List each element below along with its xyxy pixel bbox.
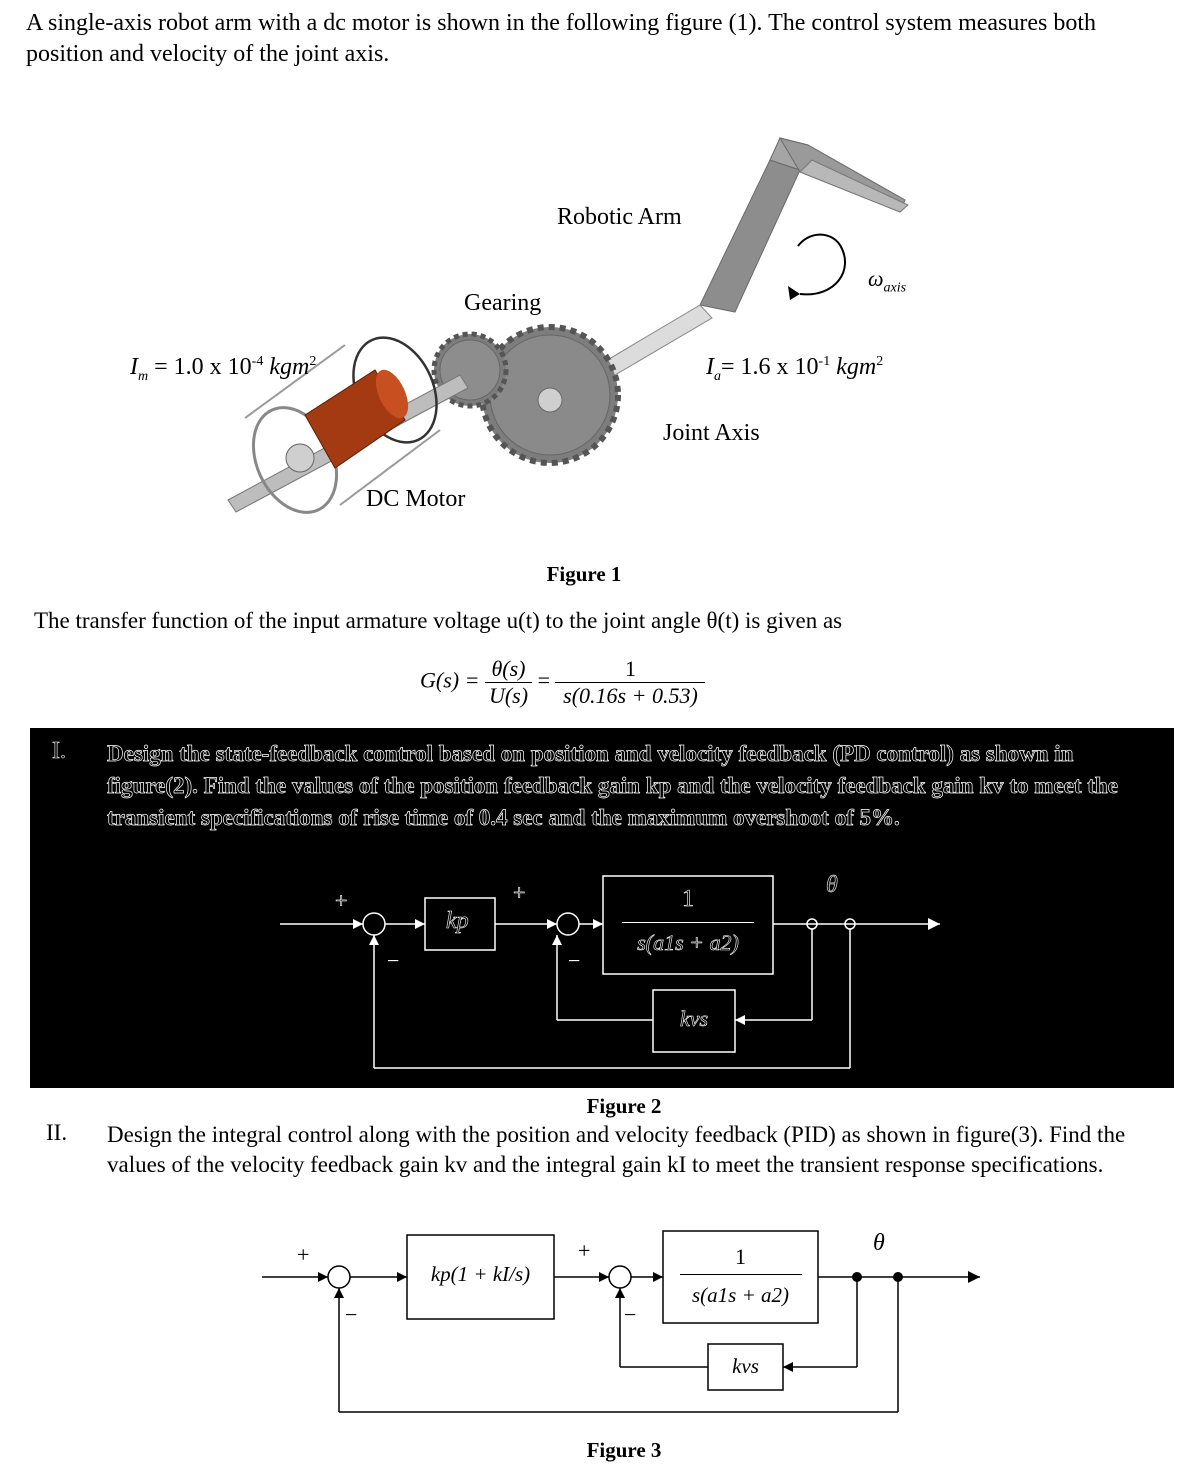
figure1-caption: Figure 1 (546, 562, 622, 586)
figure2-block-diagram (280, 875, 940, 1069)
q2-text: Design the integral control along with t… (107, 1122, 1126, 1177)
eq-den2: s(0.16s + 0.53) (555, 682, 706, 709)
eq-den1: U(s) (484, 682, 533, 709)
label-joint-axis: Joint Axis (663, 420, 760, 446)
fig2-tf-num: 1 (682, 886, 695, 913)
fig3-plus2: + (578, 1238, 591, 1263)
figure3-caption: Figure 3 (586, 1438, 662, 1462)
label-dc-motor: DC Motor (366, 486, 466, 512)
fig3-minus1: − (345, 1302, 358, 1327)
fig2-plus2: + (513, 880, 526, 906)
label-gearing: Gearing (464, 290, 542, 316)
q1-text: Design the state-feedback control based … (107, 741, 1119, 831)
fig3-pid-label: kp(1 + kI/s) (430, 1262, 531, 1286)
fig2-plus1: + (335, 888, 348, 914)
fig2-minus1: − (387, 948, 400, 973)
fig2-kp: kp (446, 908, 469, 935)
intro-paragraph: A single-axis robot arm with a dc motor … (26, 10, 1097, 67)
eq-num1: θ(s) (491, 656, 526, 681)
eq-equals: = (537, 667, 550, 693)
fig3-tf-fraction-bar (680, 1274, 802, 1275)
large-gear (479, 324, 621, 466)
label-robotic-arm: Robotic Arm (557, 204, 682, 230)
fig2-tf-den: s(a1s + a2) (637, 930, 739, 956)
rotation-arrow-icon (797, 233, 846, 296)
eq-lhs: G(s) = (420, 667, 480, 693)
figure3-block-diagram (262, 1230, 980, 1413)
fig3-plus1: + (297, 1242, 310, 1267)
q1-roman: I. (52, 738, 67, 765)
label-arm-inertia: Ia= 1.6 x 10-1 kgm2 (706, 354, 884, 384)
fig2-theta: θ (826, 872, 838, 899)
robot-arm-links (699, 137, 909, 313)
fig3-minus2: − (624, 1302, 637, 1327)
fig3-kvs: kvs (732, 1354, 759, 1378)
fig3-theta: θ (873, 1230, 885, 1256)
label-motor-inertia: Im = 1.0 x 10-4 kgm2 (130, 354, 317, 384)
dark-panel (30, 728, 1174, 1088)
robot-arm-illustration (227, 137, 909, 514)
fig2-minus2: − (568, 948, 581, 973)
figure2-caption: Figure 2 (586, 1094, 662, 1118)
dc-motor (244, 336, 441, 514)
q2-roman: II. (46, 1120, 68, 1145)
fig2-kvs: kvs (679, 1006, 709, 1032)
fig3-tf-den: s(a1s + a2) (691, 1283, 789, 1307)
fig3-tf-num: 1 (735, 1244, 746, 1269)
label-omega-axis: ωaxis (868, 266, 907, 296)
eq-num2: 1 (624, 656, 636, 681)
fig2-tf-fraction-bar (622, 922, 754, 923)
transfer-function-sentence: The transfer function of the input armat… (34, 608, 843, 633)
